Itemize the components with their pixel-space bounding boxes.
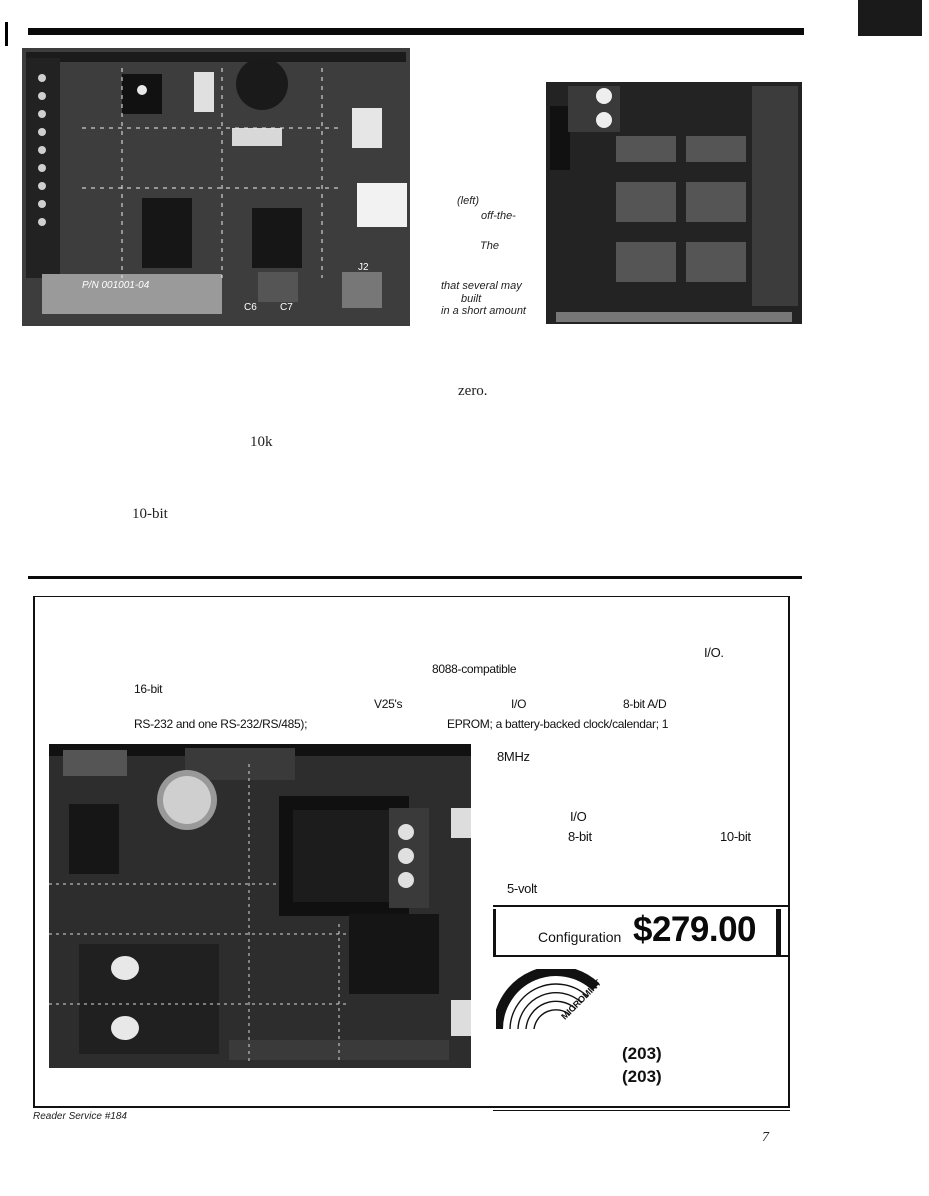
micromint-logo: MICROMINT xyxy=(493,966,606,1031)
ad-text-fragment: 8-bit A/D xyxy=(623,697,667,711)
caption-fragment: (left) xyxy=(457,195,479,207)
body-fragment: 10k xyxy=(250,434,273,450)
ad-text-fragment: V25's xyxy=(374,697,403,711)
configuration-label: Configuration xyxy=(538,929,622,945)
v25-board-photo xyxy=(49,744,471,1068)
ad-spec-fragment: 8-bit xyxy=(568,829,592,844)
top-rule xyxy=(28,28,804,35)
ad-text-fragment: EPROM; a battery-backed clock/calendar; … xyxy=(447,717,669,731)
caption-fragment: built xyxy=(461,293,482,305)
phone-fragment: (203) xyxy=(622,1044,662,1063)
ad-text-fragment: I/O xyxy=(511,697,527,711)
svg-text:MICROMINT: MICROMINT xyxy=(559,977,603,1021)
svg-text:C7: C7 xyxy=(280,302,293,313)
footer-rule xyxy=(493,1110,790,1111)
page-number: 7 xyxy=(762,1130,769,1145)
left-margin-mark xyxy=(5,22,8,46)
advertisement-box xyxy=(33,596,790,1108)
price-box: Configuration $279.00 xyxy=(493,905,789,957)
body-fragment: 10-bit xyxy=(132,506,168,522)
ad-text-fragment: 16-bit xyxy=(134,682,163,696)
caption-fragment: in a short amount xyxy=(441,305,526,317)
ad-top-rule xyxy=(28,576,802,579)
ad-spec-fragment: 10-bit xyxy=(720,829,751,844)
price-box-left-bar xyxy=(493,909,496,955)
corner-tab xyxy=(858,0,922,36)
ad-text-fragment: 8088-compatible xyxy=(432,662,517,676)
price-box-right-bar xyxy=(776,909,781,955)
ad-spec-fragment: 8MHz xyxy=(497,749,530,764)
caption-fragment: off-the- xyxy=(481,210,516,222)
svg-text:P/N 001001-04: P/N 001001-04 xyxy=(82,280,150,291)
body-fragment: zero. xyxy=(458,383,488,399)
price: $279.00 xyxy=(633,910,757,949)
ad-text-fragment: RS-232 and one RS-232/RS/485); xyxy=(134,717,308,731)
ad-spec-fragment: I/O xyxy=(570,809,587,824)
reader-service-label: Reader Service #184 xyxy=(33,1111,127,1122)
caption-fragment: that several may xyxy=(441,280,522,292)
phone-fragment: (203) xyxy=(622,1067,662,1086)
circuit-board-photo-right xyxy=(546,82,802,324)
ad-spec-fragment: 5-volt xyxy=(507,881,537,896)
svg-text:C6: C6 xyxy=(244,302,257,313)
caption-fragment: The xyxy=(480,240,499,252)
ad-text-fragment: I/O. xyxy=(704,645,724,660)
svg-text:J2: J2 xyxy=(358,262,369,273)
circuit-board-photo-left: P/N 001001-04 C6 C7 J2 xyxy=(22,48,410,326)
